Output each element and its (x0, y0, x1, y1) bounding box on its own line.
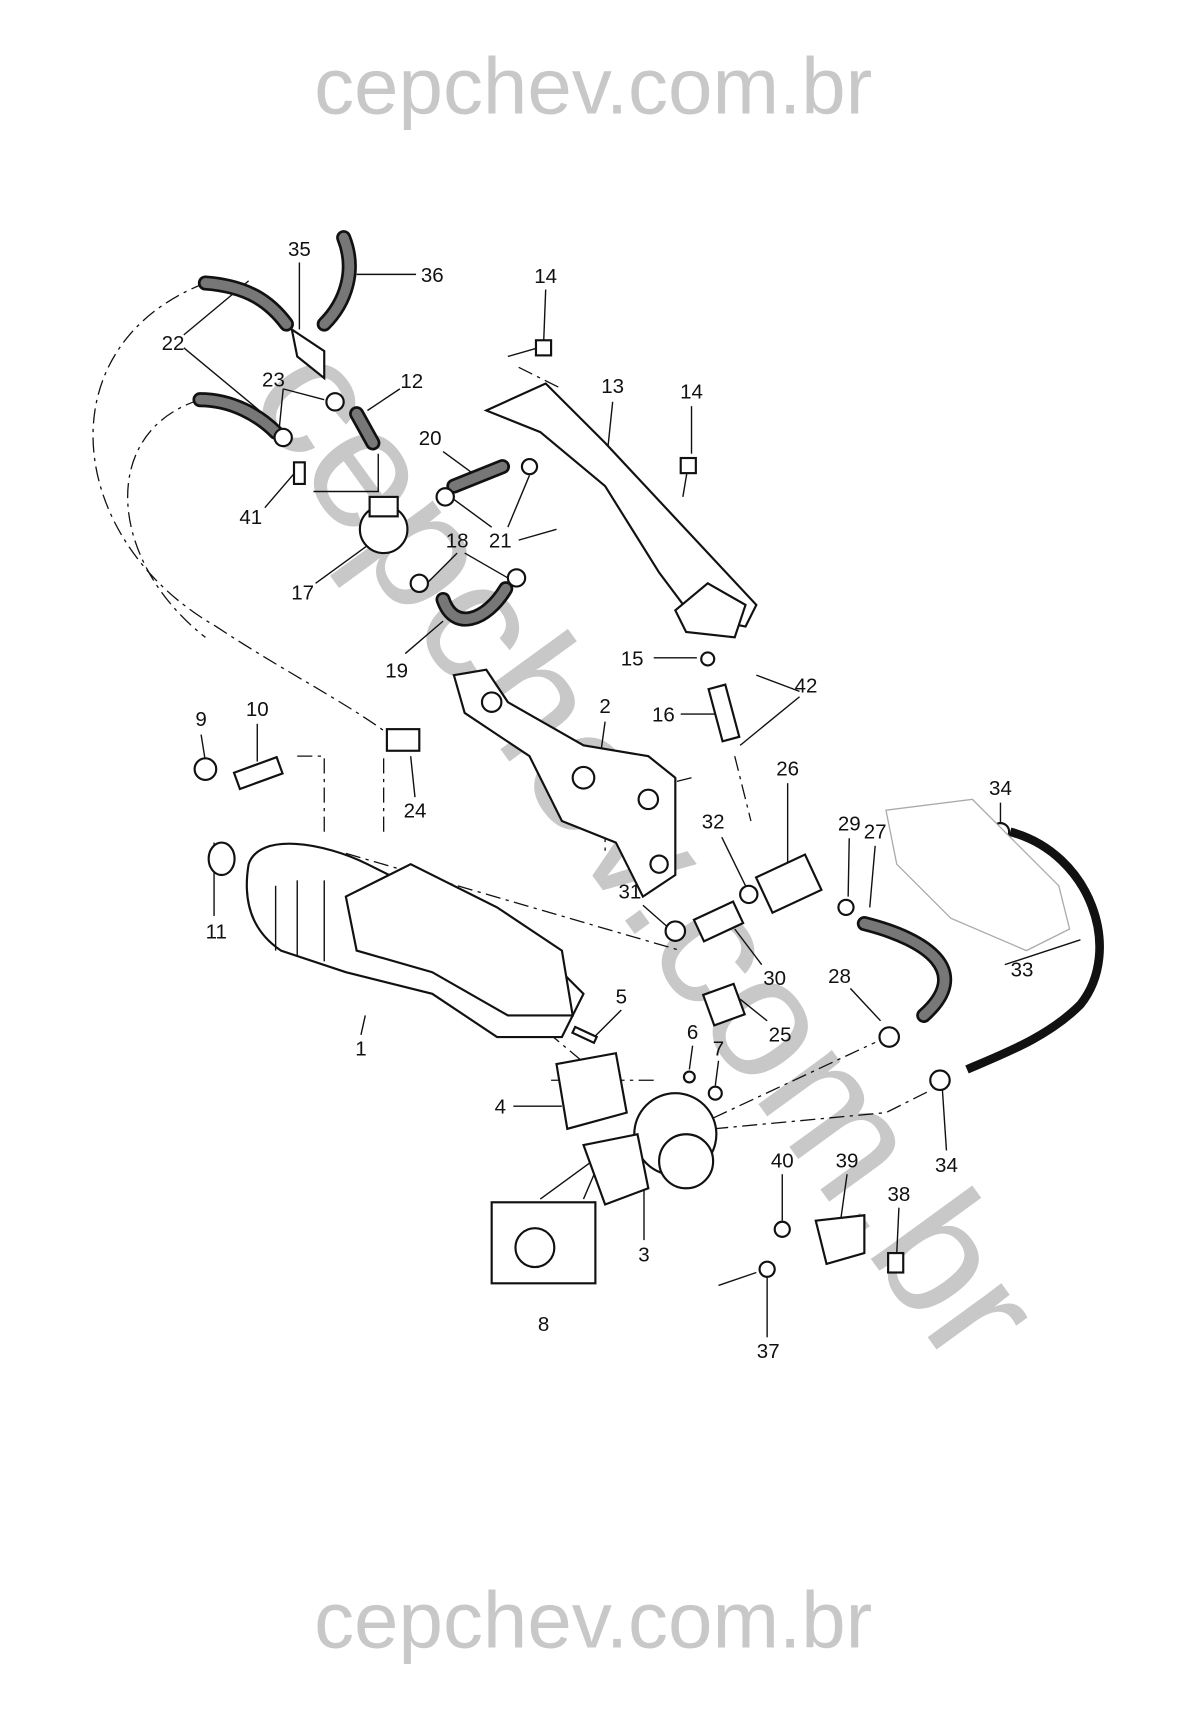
callout-19: 19 (385, 659, 408, 682)
callout-9: 9 (195, 708, 206, 731)
callout-31: 31 (619, 881, 642, 904)
callout-40: 40 (771, 1150, 794, 1173)
parts (193, 327, 1071, 1287)
callout-labels: 35 36 14 22 23 12 13 14 20 41 21 18 17 1… (162, 238, 1034, 1363)
callout-36: 36 (421, 264, 444, 287)
callout-34: 34 (935, 1154, 958, 1177)
callout-21: 21 (489, 530, 512, 553)
callout-22: 22 (162, 332, 185, 355)
callout-4: 4 (495, 1096, 506, 1119)
callout-29: 29 (838, 813, 861, 836)
callout-8: 8 (538, 1313, 549, 1336)
watermark-top: cepchev.com.br (314, 41, 872, 130)
callout-26: 26 (776, 758, 799, 781)
callout-11: 11 (206, 921, 227, 944)
callout-35: 35 (288, 238, 311, 261)
callout-13: 13 (601, 375, 624, 398)
callout-10: 10 (246, 698, 269, 721)
callout-38: 38 (888, 1183, 911, 1206)
callout-6: 6 (687, 1021, 698, 1044)
callout-39: 39 (836, 1150, 859, 1173)
watermark-bottom: cepchev.com.br (314, 1575, 872, 1664)
callout-25: 25 (769, 1023, 792, 1046)
callout-5: 5 (616, 986, 627, 1009)
callout-32: 32 (702, 811, 725, 834)
callout-37: 37 (757, 1340, 780, 1363)
callout-34: 34 (989, 777, 1012, 800)
callout-41: 41 (239, 506, 262, 529)
callout-14: 14 (534, 265, 557, 288)
callout-15: 15 (621, 647, 644, 670)
callout-23: 23 (262, 369, 285, 392)
callout-20: 20 (419, 427, 442, 450)
callout-17: 17 (291, 582, 314, 605)
callout-24: 24 (404, 800, 427, 823)
callout-1: 1 (355, 1037, 366, 1060)
callout-14: 14 (680, 381, 703, 404)
callout-33: 33 (1011, 959, 1034, 982)
callout-27: 27 (864, 820, 887, 843)
callout-30: 30 (763, 967, 786, 990)
hoses (192, 230, 1104, 1074)
leader-lines (183, 262, 1081, 1338)
callout-3: 3 (638, 1244, 649, 1267)
callout-16: 16 (652, 704, 675, 727)
callout-12: 12 (400, 370, 423, 393)
callout-7: 7 (713, 1037, 724, 1060)
callout-2: 2 (599, 695, 610, 718)
callout-28: 28 (828, 965, 851, 988)
callout-42: 42 (795, 674, 818, 697)
callout-18: 18 (446, 530, 469, 553)
